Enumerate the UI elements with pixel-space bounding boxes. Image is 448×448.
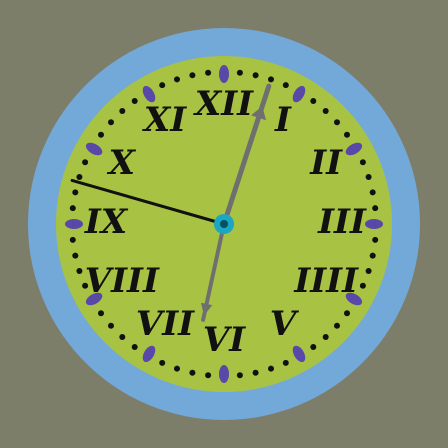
- minute-dot: [205, 372, 212, 379]
- minute-dot: [174, 365, 180, 372]
- hour-marker: [292, 345, 306, 363]
- numeral-11: XI: [142, 100, 187, 140]
- minute-dot: [282, 359, 289, 366]
- numeral-9: IX: [84, 202, 129, 242]
- minute-dot: [268, 76, 274, 83]
- minute-dot: [82, 282, 89, 289]
- minute-dot: [98, 131, 104, 138]
- minute-dot: [369, 252, 376, 259]
- minute-dot: [108, 119, 114, 126]
- minute-dot: [310, 98, 317, 104]
- hour-marker: [142, 85, 156, 103]
- numeral-12: XII: [193, 84, 254, 124]
- minute-dot: [159, 359, 166, 366]
- minute-dot: [69, 236, 76, 243]
- hour-hand: [70, 178, 226, 226]
- minute-dot: [236, 69, 243, 76]
- numeral-7: VII: [136, 304, 195, 344]
- minute-dot: [344, 310, 350, 317]
- minute-dot: [76, 268, 83, 274]
- minute-hand: [201, 222, 226, 322]
- hour-marker: [85, 292, 103, 306]
- hour-marker: [345, 142, 363, 156]
- minute-dot: [372, 236, 379, 243]
- minute-track: [69, 69, 379, 379]
- minute-dot: [119, 108, 126, 114]
- minute-dot: [174, 76, 180, 83]
- numeral-2: II: [309, 143, 343, 183]
- numeral-3: III: [317, 202, 367, 242]
- minute-dot: [205, 69, 212, 76]
- minute-dot: [159, 82, 166, 89]
- minute-hand-arrow: [201, 302, 213, 316]
- minute-dot: [322, 108, 329, 114]
- minute-dot: [359, 282, 366, 289]
- minute-dot: [236, 372, 243, 379]
- minute-dot: [252, 369, 259, 376]
- minute-dot: [72, 252, 79, 259]
- minute-dot: [334, 322, 340, 329]
- minute-dot: [98, 310, 104, 317]
- minute-dot: [131, 344, 138, 350]
- hour-marker: [219, 65, 229, 83]
- minute-dot: [334, 119, 340, 126]
- minute-dot: [131, 98, 138, 104]
- hour-markers: [65, 65, 383, 383]
- minute-dot: [252, 72, 259, 79]
- minute-dot: [344, 131, 350, 138]
- hour-marker: [142, 345, 156, 363]
- hour-marker: [365, 219, 383, 229]
- minute-dot: [322, 334, 329, 340]
- hour-marker: [219, 365, 229, 383]
- hour-marker: [345, 292, 363, 306]
- minute-dot: [369, 189, 376, 196]
- minute-dot: [282, 82, 289, 89]
- hour-marker: [65, 219, 83, 229]
- minute-dot: [189, 369, 196, 376]
- minute-dot: [82, 159, 89, 166]
- minute-dot: [310, 344, 317, 350]
- numeral-5: V: [270, 304, 300, 344]
- minute-dot: [189, 72, 196, 79]
- minute-dot: [69, 205, 76, 212]
- second-hand-arrow: [251, 106, 266, 121]
- minute-dot: [268, 365, 274, 372]
- minute-dot: [76, 174, 83, 180]
- minute-dot: [108, 322, 114, 329]
- hour-marker: [85, 142, 103, 156]
- center-cap-pin: [220, 220, 228, 228]
- minute-dot: [365, 268, 372, 274]
- numeral-4: IIII: [293, 261, 359, 301]
- minute-dot: [119, 334, 126, 340]
- hour-marker: [292, 85, 306, 103]
- numeral-8: VIII: [85, 261, 160, 301]
- minute-dot: [365, 174, 372, 180]
- numeral-1: I: [274, 100, 292, 140]
- minute-dot: [359, 159, 366, 166]
- clock-hands: [70, 83, 272, 322]
- minute-dot: [372, 205, 379, 212]
- numeral-6: VI: [203, 320, 246, 360]
- minute-dot: [72, 189, 79, 196]
- numeral-10: X: [107, 143, 137, 183]
